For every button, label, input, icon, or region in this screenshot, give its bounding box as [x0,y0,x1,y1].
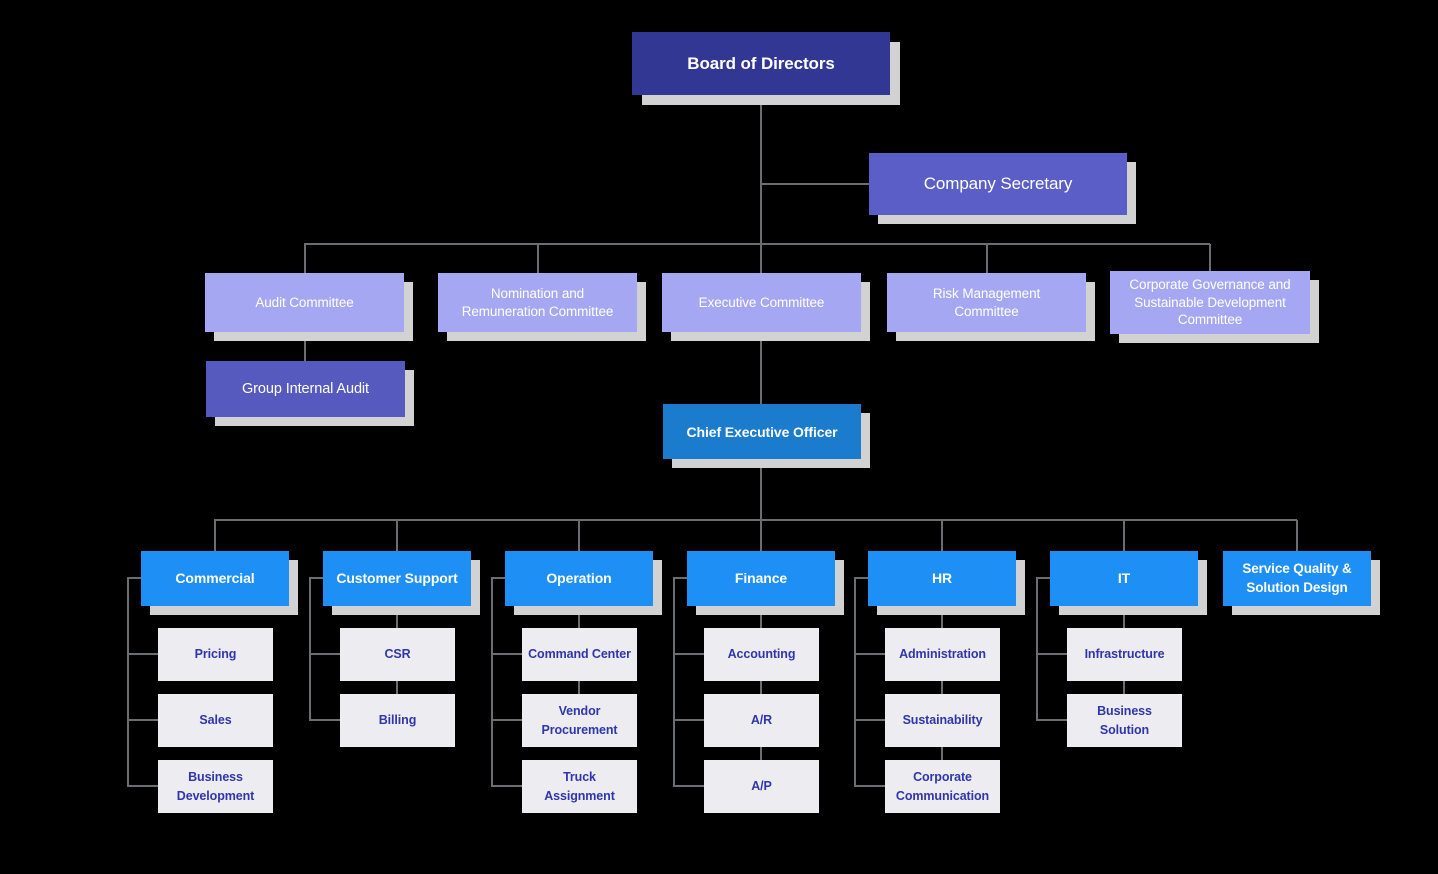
connector-line [1123,520,1125,551]
connector-line [854,577,856,787]
node-dept-commercial: Commercial [141,551,289,606]
node-sub-command-center: Command Center [522,628,637,681]
connector-line [304,332,306,361]
connector-line [578,681,580,694]
connector-line [941,747,943,760]
connector-line [673,785,704,787]
connector-line [491,577,505,579]
connector-line [491,785,522,787]
connector-line [760,606,762,628]
node-sub-business-solution: Business Solution [1067,694,1182,747]
connector-line [578,520,580,551]
connector-line [761,183,869,185]
connector-line [214,519,1297,521]
connector-line [1296,520,1298,551]
connector-line [673,719,704,721]
node-sub-infrastructure: Infrastructure [1067,628,1182,681]
connector-line [127,719,158,721]
node-dept-it: IT [1050,551,1198,606]
connector-line [941,681,943,694]
node-company-secretary: Company Secretary [869,153,1127,215]
connector-line [673,577,675,787]
connector-line [127,785,158,787]
connector-line [396,606,398,628]
connector-line [214,520,216,551]
connector-line [491,719,522,721]
node-sub-ap: A/P [704,760,819,813]
node-dept-service-quality-solution-design: Service Quality & Solution Design [1223,551,1371,606]
node-executive-committee: Executive Committee [662,273,861,332]
node-sub-truck-assignment: Truck Assignment [522,760,637,813]
connector-line [127,577,129,787]
connector-line [309,719,340,721]
connector-line [941,520,943,551]
node-sub-csr: CSR [340,628,455,681]
node-chief-executive-officer: Chief Executive Officer [663,404,861,459]
node-dept-finance: Finance [687,551,835,606]
connector-line [1123,606,1125,628]
node-group-internal-audit: Group Internal Audit [206,361,405,417]
node-board-of-directors: Board of Directors [632,32,890,95]
connector-line [986,244,988,274]
connector-line [760,459,762,551]
node-sub-business-development: Business Development [158,760,273,813]
connector-line [1123,681,1125,694]
connector-line [304,244,306,274]
connector-line [854,719,885,721]
node-sub-administration: Administration [885,628,1000,681]
node-sub-corporate-communication: Corporate Communication [885,760,1000,813]
connector-line [396,520,398,551]
connector-line [396,681,398,694]
connector-line [673,577,687,579]
connector-line [578,606,580,628]
connector-line [1036,719,1067,721]
connector-line [1209,244,1211,274]
node-risk-management-committee: Risk Management Committee [887,273,1086,332]
connector-line [760,747,762,760]
connector-line [309,653,340,655]
connector-line [491,653,522,655]
node-nomination-remuneration-committee: Nomination and Remuneration Committee [438,273,637,332]
connector-line [491,577,493,787]
connector-line [760,681,762,694]
connector-line [760,332,762,404]
connector-line [854,653,885,655]
node-dept-operation: Operation [505,551,653,606]
connector-line [127,577,141,579]
node-sub-vendor-procurement: Vendor Procurement [522,694,637,747]
node-audit-committee: Audit Committee [205,273,404,332]
node-sub-sustainability: Sustainability [885,694,1000,747]
node-dept-customer-support: Customer Support [323,551,471,606]
node-sub-pricing: Pricing [158,628,273,681]
connector-line [309,577,323,579]
node-sub-accounting: Accounting [704,628,819,681]
connector-line [1036,577,1038,721]
connector-line [854,577,868,579]
connector-line [1036,577,1050,579]
node-sub-ar: A/R [704,694,819,747]
node-dept-hr: HR [868,551,1016,606]
connector-line [304,243,1210,245]
connector-line [854,785,885,787]
connector-line [127,653,158,655]
node-sub-sales: Sales [158,694,273,747]
node-corporate-governance-committee: Corporate Governance and Sustainable Dev… [1110,271,1310,334]
connector-line [309,577,311,721]
connector-line [537,244,539,274]
connector-line [1036,653,1067,655]
connector-line [941,606,943,628]
connector-line [673,653,704,655]
node-sub-billing: Billing [340,694,455,747]
